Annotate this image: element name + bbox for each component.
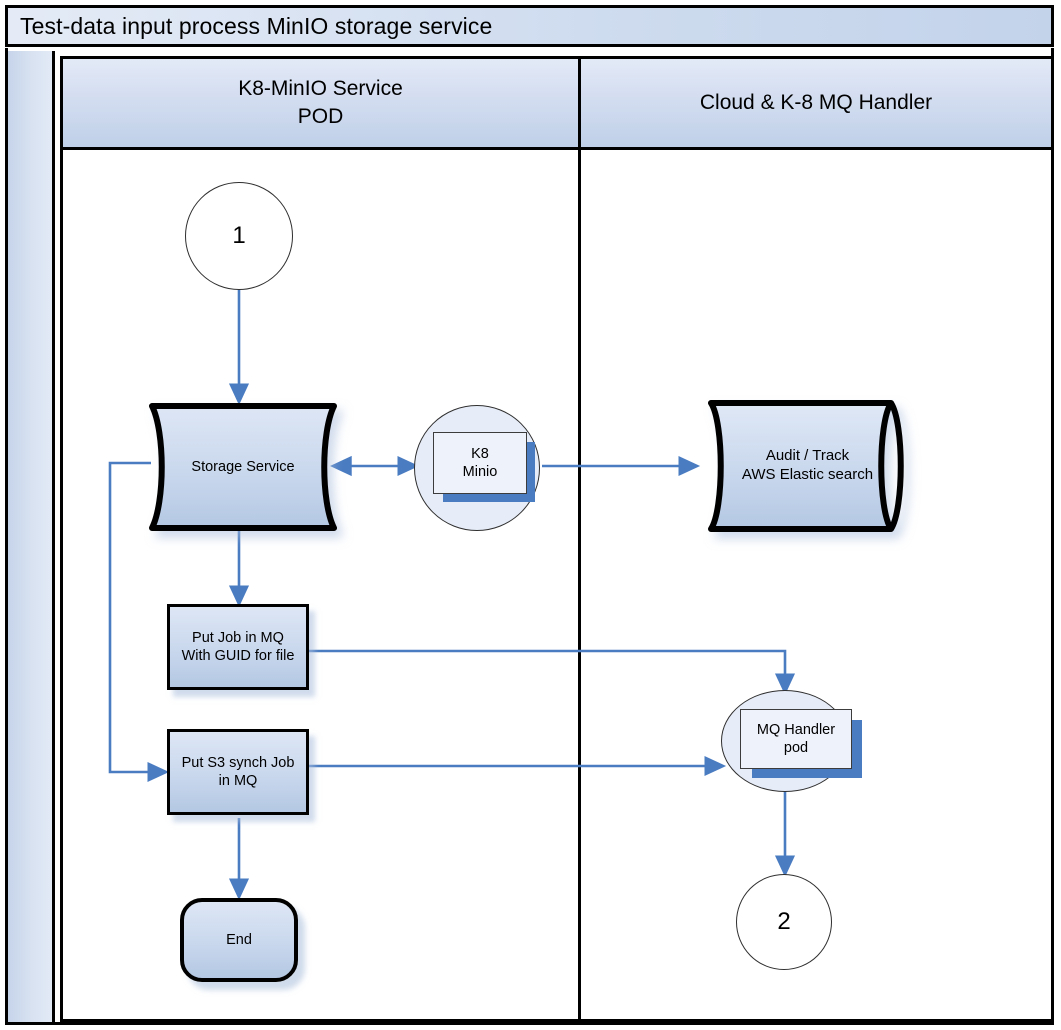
audit-track-shape <box>708 400 904 532</box>
node-ref-2[interactable]: 2 <box>736 874 832 970</box>
node-put-s3-sync[interactable]: Put S3 synch Job in MQ <box>167 729 309 815</box>
mq-handler-pod-card: MQ Handler pod <box>740 709 852 769</box>
node-start-1[interactable]: 1 <box>185 182 293 290</box>
lane-header-cloud-k8-mq-handler: Cloud & K-8 MQ Handler <box>581 59 1051 150</box>
lane-k8-minio-service-pod: K8-MinIO Service POD <box>60 56 581 1022</box>
node-end-label: End <box>226 931 252 948</box>
lane-header-k8-minio-service-pod: K8-MinIO Service POD <box>63 59 578 150</box>
node-mq-handler-pod[interactable]: MQ Handler pod <box>721 690 862 792</box>
lane-label-cloud-k8-mq-handler: Cloud & K-8 MQ Handler <box>699 91 933 115</box>
node-end[interactable]: End <box>180 898 298 982</box>
node-ref-2-label: 2 <box>777 907 791 935</box>
lane-cloud-k8-mq-handler: Cloud & K-8 MQ Handler <box>578 56 1054 1022</box>
node-storage-service[interactable]: Storage Service <box>143 402 343 532</box>
node-start-1-label: 1 <box>232 221 246 249</box>
node-put-job-mq[interactable]: Put Job in MQ With GUID for file <box>167 604 309 690</box>
pool-lane-label-band <box>8 51 55 1022</box>
node-put-job-mq-label: Put Job in MQ With GUID for file <box>181 629 295 664</box>
node-put-s3-sync-label: Put S3 synch Job in MQ <box>181 754 295 789</box>
pool-title-bar: Test-data input process MinIO storage se… <box>5 5 1054 47</box>
k8-minio-card: K8 Minio <box>433 432 527 494</box>
storage-service-shape <box>149 403 337 531</box>
diagram-title: Test-data input process MinIO storage se… <box>20 12 493 39</box>
node-k8-minio[interactable]: K8 Minio <box>414 405 540 531</box>
lane-label-k8-minio-service-pod: K8-MinIO Service POD <box>238 77 403 128</box>
node-audit-track[interactable]: Audit / Track AWS Elastic search <box>695 398 920 534</box>
